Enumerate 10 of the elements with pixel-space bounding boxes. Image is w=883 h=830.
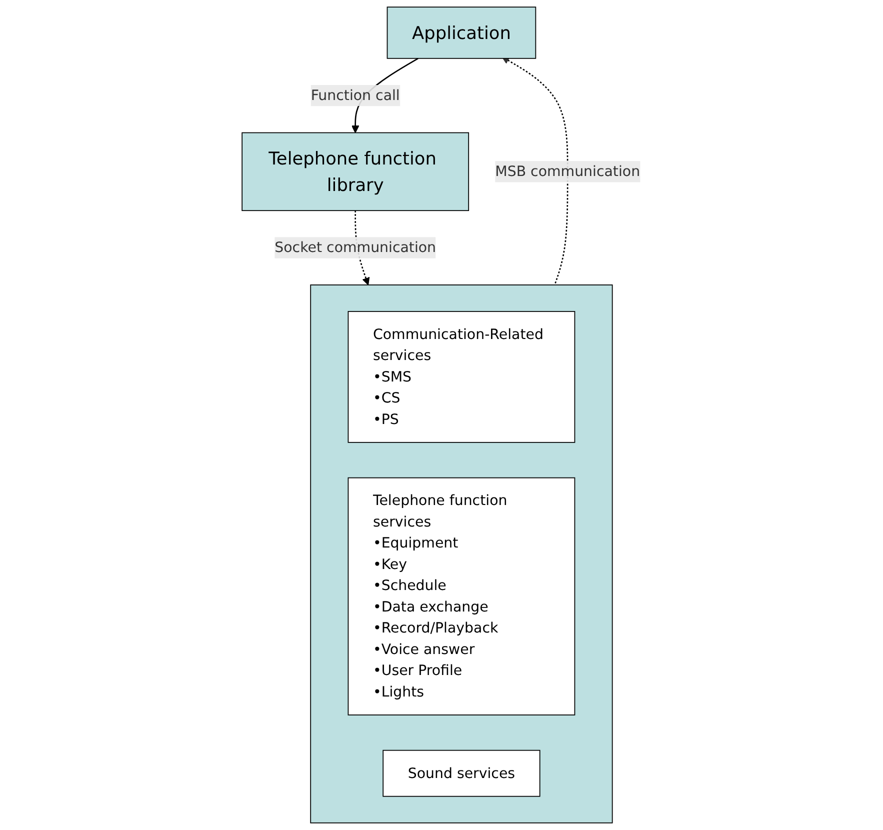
node-box: Sound services — [383, 750, 541, 797]
node-box: Telephone function library — [242, 132, 470, 212]
arrow — [502, 56, 569, 286]
edge-label: MSB communication — [496, 162, 640, 180]
node-box: Telephone function services •Equipment •Key •Schedule •Data exchange •Record/Playback •Voice answer •User Profile •Lights — [348, 477, 576, 716]
edge-label: Socket communication — [275, 238, 436, 256]
cluster — [310, 284, 614, 824]
node-box: Application — [387, 6, 537, 59]
edge-label: Function call — [311, 86, 400, 104]
node-box: Communication-Related services •SMS •CS •PS — [348, 311, 576, 443]
